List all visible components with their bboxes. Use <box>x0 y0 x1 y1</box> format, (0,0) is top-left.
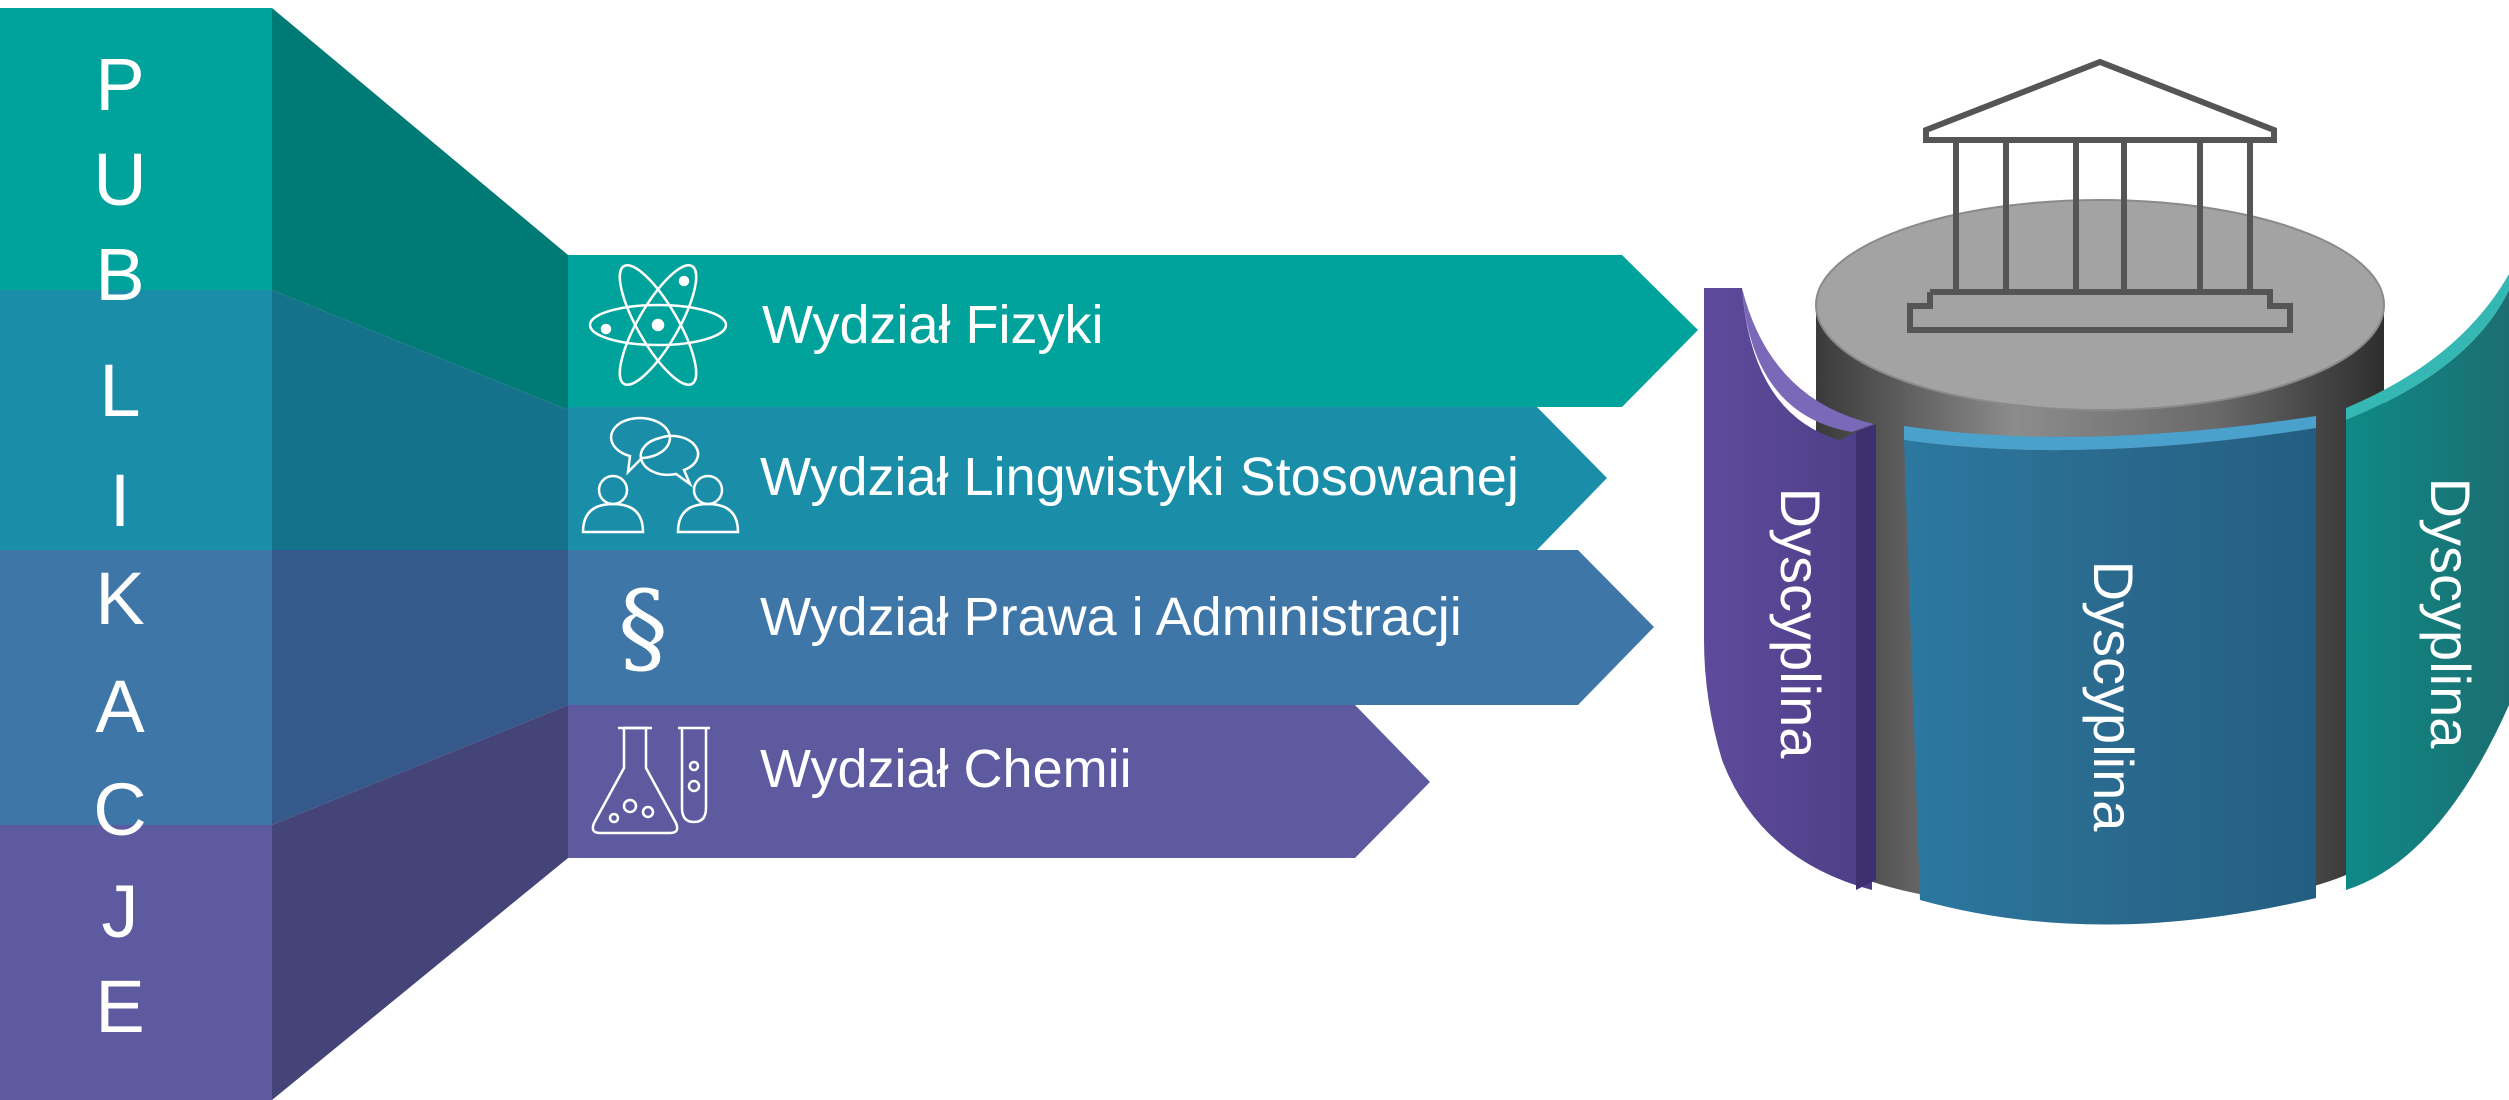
discipline-label-right: Dyscyplina <box>2419 477 2482 749</box>
faculty-arrows <box>568 255 1698 858</box>
discipline-panel-right <box>2346 274 2509 890</box>
people-talking-icon <box>581 416 740 534</box>
publications-column <box>0 8 272 1100</box>
faculty-arrow-fizyka <box>568 255 1698 407</box>
faculty-label-prawo: Wydział Prawa i Administracji <box>760 587 1462 647</box>
funnel-segment-4 <box>272 705 568 1100</box>
funnel-segment-1 <box>272 8 568 410</box>
university-building-icon <box>1907 58 2293 333</box>
discipline-label-middle: Dyscyplina <box>2082 560 2145 832</box>
cylinder-top <box>1815 199 2385 411</box>
publications-letter-k: K <box>95 557 145 640</box>
discipline-panel-middle <box>1904 416 2316 925</box>
faculty-arrow-lingwistyka <box>568 407 1607 550</box>
publications-band-3 <box>0 550 272 825</box>
funnel-segment-3 <box>272 550 568 825</box>
publications-band-2 <box>0 290 272 550</box>
atom-icon <box>588 264 728 386</box>
faculty-label-chemia: Wydział Chemii <box>760 739 1132 799</box>
flask-icon <box>591 726 710 835</box>
publications-letter-p: P <box>95 43 145 126</box>
faculty-arrow-chemia <box>568 705 1430 858</box>
publications-letter-u: U <box>93 138 147 221</box>
publications-letter-c: C <box>93 768 147 851</box>
publications-letter-e: E <box>95 965 145 1048</box>
faculty-label-lingwistyka: Wydział Lingwistyki Stosowanej <box>760 447 1519 507</box>
publications-letter-b: B <box>95 233 145 316</box>
publications-letter-l: L <box>99 349 141 432</box>
funnel-segment-2 <box>272 290 568 550</box>
publications-letter-a: A <box>95 665 145 748</box>
publications-letter-j: J <box>101 870 139 953</box>
publications-band-1 <box>0 8 272 290</box>
discipline-panel-left <box>1704 288 1876 890</box>
publications-band-4 <box>0 825 272 1100</box>
discipline-label-left: Dyscyplina <box>1769 487 1832 759</box>
section-sign-icon: § <box>618 569 668 686</box>
funnel <box>272 8 568 1100</box>
faculty-arrow-prawo <box>568 550 1654 705</box>
faculty-label-fizyka: Wydział Fizyki <box>762 295 1104 355</box>
publications-letter-i: I <box>109 459 131 542</box>
